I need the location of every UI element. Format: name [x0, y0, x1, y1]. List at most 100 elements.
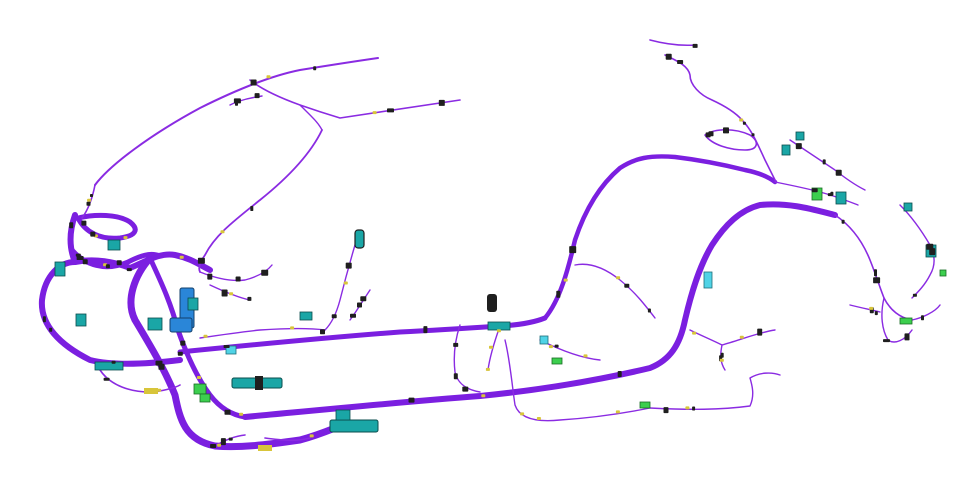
engine-connector-1	[54, 261, 66, 277]
engine-connector-5	[147, 317, 163, 331]
small-connector	[912, 293, 917, 297]
seat-connector-2	[329, 419, 379, 433]
small-connector	[116, 260, 122, 266]
small-connector	[250, 206, 254, 211]
small-connector	[822, 159, 826, 165]
small-connector	[874, 311, 878, 316]
floor-teal-connector	[299, 311, 313, 321]
fuse-box-module-2	[169, 317, 193, 333]
rear-green-connector-2	[811, 187, 823, 201]
tape-mark	[615, 410, 620, 414]
lower-green-connector	[193, 383, 207, 395]
rear-right-branch	[834, 214, 913, 321]
mid-branch	[574, 263, 656, 319]
small-connector	[677, 60, 684, 64]
floor-trunk-lower	[242, 201, 838, 420]
branch-group	[81, 39, 941, 447]
small-connector	[795, 143, 802, 150]
small-connector	[617, 371, 622, 377]
dash-branch-3	[324, 244, 356, 331]
engine-connector-3	[107, 239, 121, 251]
small-connector	[111, 360, 116, 364]
rear-right-green	[899, 317, 913, 325]
small-connector	[82, 259, 88, 265]
seat-connector-2-clip	[335, 409, 351, 421]
small-connector	[387, 108, 394, 113]
small-connector	[453, 373, 458, 380]
small-connector	[883, 339, 890, 343]
small-connector	[569, 246, 577, 254]
rear-right-branch-5	[789, 139, 866, 191]
small-connector	[207, 273, 213, 280]
tape-mark	[179, 255, 184, 259]
rear-low-branch	[689, 329, 776, 346]
small-connector	[221, 289, 228, 297]
small-connector	[350, 313, 356, 318]
small-connector	[663, 407, 669, 414]
rear-right-teal-2	[903, 202, 913, 212]
main-trunk-group	[38, 154, 838, 451]
small-connector	[904, 333, 910, 341]
small-connector	[720, 352, 724, 358]
pillar-connector	[354, 229, 365, 249]
small-connector	[751, 133, 755, 137]
tape-mark	[123, 236, 128, 240]
small-connector	[158, 363, 165, 370]
small-connector	[345, 262, 352, 269]
small-connector	[235, 100, 238, 106]
small-connector	[873, 277, 881, 284]
small-connector	[757, 328, 763, 336]
trunk-lid-branch-2	[741, 119, 777, 183]
tape-mark	[536, 417, 541, 420]
tape-mark	[616, 276, 621, 280]
floor-cyan-connector	[225, 345, 237, 355]
mid-branch-6	[539, 339, 601, 361]
small-connector	[210, 444, 217, 448]
small-connector	[926, 243, 934, 250]
tape-mark	[343, 281, 348, 285]
engine-connector-4	[94, 361, 124, 371]
small-connector	[408, 397, 415, 403]
small-connector	[228, 437, 233, 441]
small-connector	[49, 327, 53, 332]
roof-branch	[94, 57, 379, 186]
small-connector	[841, 219, 845, 224]
small-connector	[177, 351, 183, 356]
lower-green-connector-2	[199, 393, 211, 403]
tape-mark	[563, 278, 568, 282]
small-connector	[742, 121, 746, 125]
tape-mark	[485, 367, 490, 371]
small-connector	[76, 256, 84, 260]
rear-teal-connector	[835, 191, 847, 205]
small-connector	[835, 169, 842, 176]
small-connector	[830, 191, 834, 196]
rear-right-green-2	[939, 269, 947, 277]
mid-branch-2	[453, 324, 481, 393]
small-connector	[261, 269, 269, 276]
small-connector	[223, 345, 230, 348]
headliner-branch-2	[229, 95, 323, 131]
b-pillar-branch	[198, 129, 323, 273]
rear-green-connector	[639, 401, 651, 409]
small-connector	[453, 342, 459, 347]
engine-loop-trunk	[75, 212, 138, 241]
small-connector	[235, 276, 241, 282]
small-connector	[81, 220, 87, 226]
tape-mark	[197, 376, 201, 379]
tape-mark	[583, 354, 588, 358]
small-connector	[250, 79, 257, 86]
tape-mark	[309, 434, 314, 438]
small-connector	[692, 406, 696, 411]
small-connector	[331, 314, 337, 319]
small-connector	[556, 290, 561, 298]
tape-mark	[229, 292, 234, 296]
tape-mark	[685, 406, 690, 410]
tape-mark	[489, 345, 493, 349]
tape-mark	[217, 443, 222, 447]
mid-teal-connector	[487, 321, 511, 331]
tape-mark	[520, 412, 525, 416]
tape-mark	[692, 331, 697, 335]
rear-upper-trunk	[542, 154, 778, 321]
small-connector-group	[42, 43, 936, 448]
